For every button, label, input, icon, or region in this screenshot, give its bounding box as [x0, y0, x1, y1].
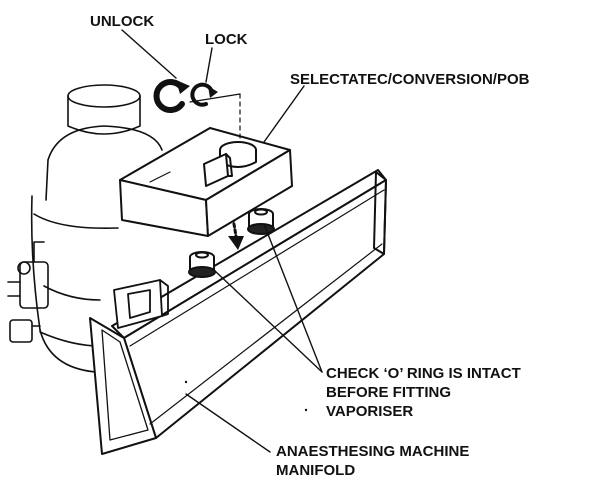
check-o-ring-line3: VAPORISER — [326, 403, 414, 420]
leader-lines — [121, 29, 323, 453]
vaporiser-body — [7, 84, 163, 373]
lock-rotate-icon — [190, 82, 218, 107]
check-o-ring-line2: BEFORE FITTING — [326, 384, 451, 401]
check-o-ring-line1: CHECK ‘O’ RING IS INTACT — [326, 365, 521, 382]
unlock-rotate-icon — [153, 79, 190, 113]
manifold-bracket — [113, 279, 169, 329]
manifold-label-line1: ANAESTHESING MACHINE — [276, 443, 470, 460]
lock-label: LOCK — [205, 31, 248, 48]
selectatec-label: SELECTATEC/CONVERSION/POB — [290, 71, 530, 88]
o-ring-port-front — [188, 251, 216, 278]
o-ring-port-rear — [247, 208, 275, 235]
manifold-label-line2: MANIFOLD — [276, 462, 356, 479]
selectatec-block — [119, 127, 293, 237]
unlock-label: UNLOCK — [90, 13, 155, 30]
